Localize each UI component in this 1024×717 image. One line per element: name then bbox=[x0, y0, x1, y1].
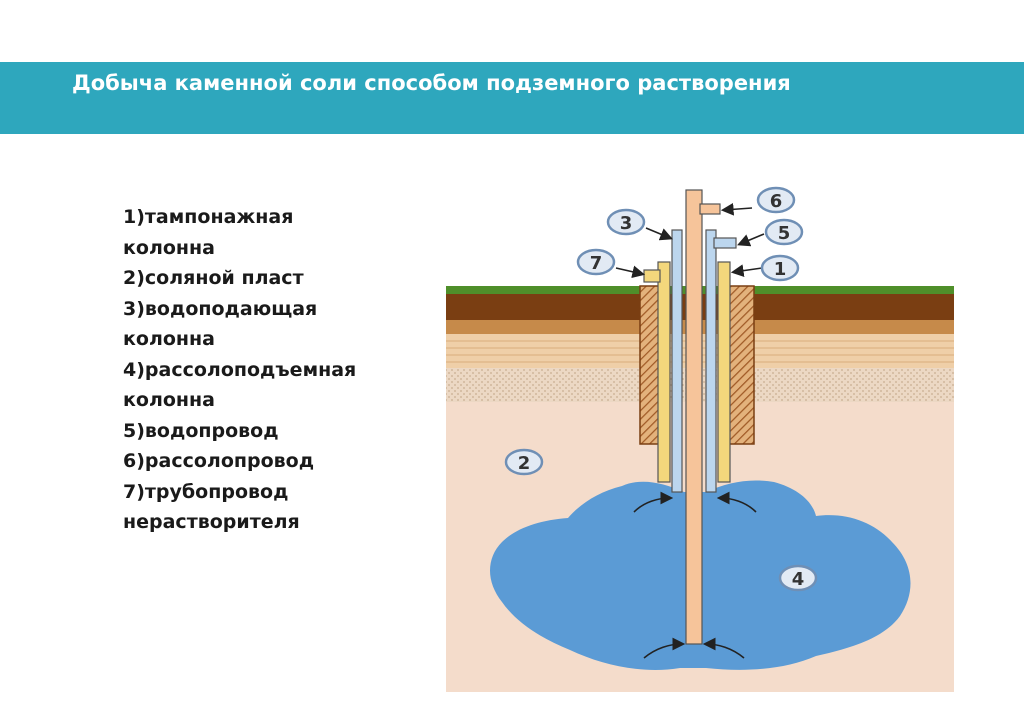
brine-pipe-stub bbox=[699, 203, 721, 215]
marker-2: 2 bbox=[504, 448, 544, 476]
marker-1: 1 bbox=[760, 254, 800, 282]
legend-list: 1)тампонажная колонна 2)соляной пласт 3)… bbox=[123, 202, 423, 538]
non-solvent-pipe-stub bbox=[643, 269, 661, 283]
water-column-right bbox=[705, 229, 717, 493]
title-bar bbox=[0, 62, 1024, 134]
legend-item: 1)тампонажная bbox=[123, 206, 294, 228]
legend-item: колонна bbox=[123, 328, 215, 350]
marker-7-label: 7 bbox=[590, 253, 603, 274]
callout-arrows bbox=[615, 202, 765, 279]
marker-6: 6 bbox=[756, 186, 796, 214]
marker-4: 4 bbox=[778, 564, 818, 592]
legend-item: 4)рассолоподъемная bbox=[123, 358, 357, 381]
slide-title: Добыча каменной соли способом подземного… bbox=[72, 71, 791, 95]
right-casing bbox=[727, 285, 755, 445]
legend-item: колонна bbox=[123, 236, 215, 259]
salt-mining-diagram: 1 2 3 4 5 6 7 bbox=[446, 186, 954, 692]
legend-item: 2)соляной пласт bbox=[123, 267, 304, 289]
water-pipe-stub bbox=[713, 237, 737, 249]
marker-6-label: 6 bbox=[770, 191, 783, 212]
legend-item: колонна bbox=[123, 389, 215, 411]
marker-4-label: 4 bbox=[792, 569, 805, 590]
marker-7: 7 bbox=[576, 248, 616, 276]
legend-item: нерастворителя bbox=[123, 511, 300, 533]
legend-item: 7)трубопровод bbox=[123, 480, 289, 503]
tamponage-column-left bbox=[657, 261, 671, 483]
water-column-left bbox=[671, 229, 683, 493]
legend-item: 5)водопровод bbox=[123, 419, 279, 442]
marker-2-label: 2 bbox=[518, 453, 531, 474]
brine-column bbox=[685, 189, 703, 645]
tamponage-column-right bbox=[717, 261, 731, 483]
marker-3-label: 3 bbox=[620, 213, 633, 234]
marker-1-label: 1 bbox=[774, 259, 787, 280]
legend-item: 3)водоподающая bbox=[123, 297, 318, 320]
flow-arrows bbox=[633, 491, 757, 659]
marker-5-label: 5 bbox=[778, 223, 791, 244]
legend-item: 6)рассолопровод bbox=[123, 450, 315, 472]
marker-5: 5 bbox=[764, 218, 804, 246]
marker-3: 3 bbox=[606, 208, 646, 236]
